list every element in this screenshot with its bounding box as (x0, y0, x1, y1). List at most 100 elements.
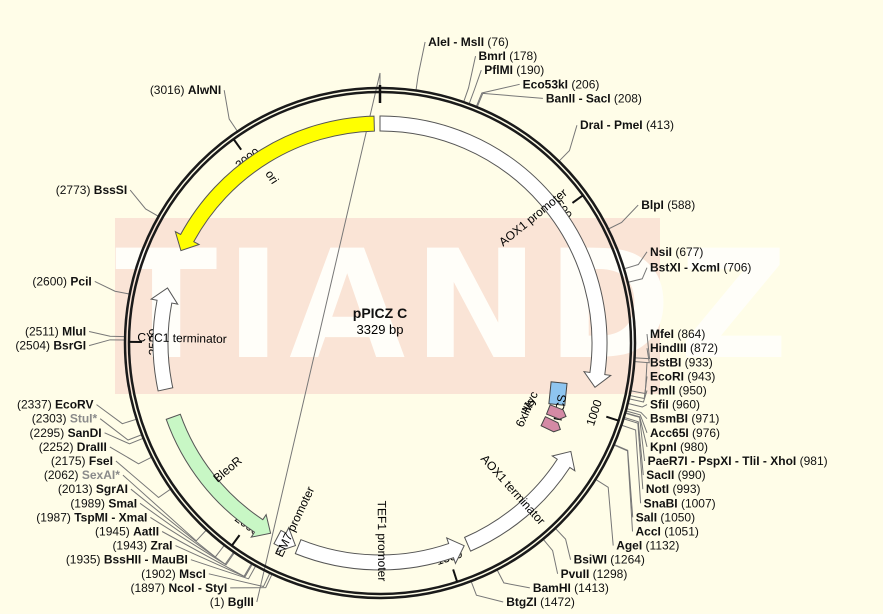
feature-6xhis (540, 416, 562, 433)
leader-alei-msli (415, 41, 426, 91)
feature-mcs (548, 381, 568, 406)
leader-bsshii-maubi (190, 559, 257, 580)
site-kpni: KpnI (980) (650, 440, 708, 454)
feature-aox1-terminator (463, 450, 576, 552)
leader-sandi (104, 432, 144, 445)
site-bsshii-maubi: (1935) BssHII - MauBI (66, 553, 188, 567)
tick-mark (231, 534, 241, 547)
leader-noti (623, 418, 644, 490)
leader-btgzi (470, 581, 504, 603)
site-drai-pmei: DraI - PmeI (413) (580, 118, 674, 132)
plasmid-size: 3329 bp (357, 322, 404, 337)
leader-bsrgi (88, 339, 126, 347)
leader-mfei (634, 334, 651, 360)
leader-zrai (175, 545, 253, 578)
leader-bsssi (129, 189, 159, 217)
feature-cyc1-terminator (149, 287, 179, 392)
site-bamhi: BamHI (1413) (533, 581, 609, 595)
leader-banii-saci (476, 92, 543, 108)
leader-bmri (463, 55, 477, 103)
site-smai: (1989) SmaI (70, 496, 137, 510)
site-banii-saci: BanII - SacI (208) (546, 91, 642, 105)
leader-fsei (115, 460, 172, 499)
site-sacii: SacII (990) (646, 468, 705, 482)
leader-tspmi-xmai (150, 516, 235, 566)
leader-acc65i (625, 410, 648, 433)
feature-ori (174, 115, 375, 252)
feature-label-bleor: BleoR (210, 453, 244, 485)
tick-mark (606, 415, 619, 422)
site-mlui: (2511) MluI (25, 324, 86, 338)
leader-alwni (223, 90, 238, 132)
site-bstbi: BstBI (933) (650, 355, 713, 369)
feature-label-ori: ori (262, 168, 281, 187)
leader-pcii (94, 281, 130, 295)
feature-aox1-promoter (379, 115, 612, 389)
leader-bsmbi (626, 408, 648, 420)
tick-label: 1000 (583, 398, 605, 428)
leader-sfii (627, 402, 648, 408)
leader-bsiwi (554, 527, 572, 560)
feature-em7-promoter (273, 526, 297, 553)
site-sgrai: (2013) SgrAI (58, 482, 128, 496)
leader-mlui (88, 331, 126, 338)
site-sfii: SfiI (960) (650, 398, 700, 412)
leader-bamhi (496, 569, 530, 589)
site-draiii: (2252) DraIII (39, 440, 107, 454)
feature-bleor (165, 413, 272, 538)
feature-tef1-promoter (294, 536, 465, 571)
site-bsmbi: BsmBI (971) (650, 412, 719, 426)
leader-stui (99, 418, 143, 441)
site-pmli: PmlI (950) (650, 384, 707, 398)
leader-draiii (109, 446, 153, 465)
plasmid-name: pPICZ C (353, 305, 407, 321)
site-sali: SalI (1050) (636, 510, 695, 524)
site-acc65i: Acc65I (976) (650, 426, 720, 440)
site-acci: AccI (1051) (636, 525, 699, 539)
site-hindiii: HindIII (872) (650, 341, 718, 355)
site-eco53ki: Eco53kI (206) (523, 77, 600, 91)
site-bglii: (1) BglII (210, 595, 254, 609)
site-paer7i-pspxi-tlii-xhoi: PaeR7I - PspXI - TliI - XhoI (981) (648, 454, 828, 468)
site-labels: AleI - MslI (76)BmrI (178)PflMI (190)Eco… (15, 35, 827, 609)
site-pflmi: PflMI (190) (484, 63, 544, 77)
site-agei: AgeI (1132) (616, 539, 679, 553)
site-ecorv: (2337) EcoRV (17, 398, 93, 412)
leader-msci (208, 572, 271, 588)
tick-mark (571, 194, 584, 204)
site-msci: (1902) MscI (141, 567, 206, 581)
site-bstxi-xcmi: BstXI - XcmI (706) (650, 261, 751, 275)
site-alei-msli: AleI - MslI (76) (428, 35, 509, 49)
site-alwni: (3016) AlwNI (150, 83, 221, 97)
leader-eco53ki (475, 83, 520, 108)
site-bmri: BmrI (178) (479, 49, 538, 63)
site-blpi: BlpI (588) (641, 198, 695, 212)
leader-sali (613, 443, 634, 518)
site-ecori: EcoRI (943) (650, 369, 715, 383)
site-stui: (2303) StuI* (32, 412, 98, 426)
leader-agei (595, 478, 614, 546)
site-btgzi: BtgZI (1472) (506, 595, 575, 609)
site-sexai: (2062) SexAI* (44, 468, 120, 482)
leader-snabi (621, 424, 642, 504)
feature-label-tef1-promoter: TEF1 promoter (375, 501, 389, 582)
leader-bstxi-xcmi (627, 267, 648, 283)
site-tspmi-xmai: (1987) TspMI - XmaI (36, 510, 147, 524)
leader-ecorv (96, 404, 137, 425)
tick-mark (452, 569, 459, 583)
leader-bglii (256, 72, 381, 603)
leader-pmli (628, 390, 648, 403)
leader-acci (613, 444, 634, 532)
leader-sexai (122, 474, 207, 542)
leader-sacii (623, 416, 644, 476)
leader-drai-pmei (558, 125, 578, 162)
site-bsssi: (2773) BssSI (56, 183, 127, 197)
feature-myc (545, 404, 567, 420)
site-mfei: MfeI (864) (650, 327, 705, 341)
site-aatii: (1945) AatII (95, 525, 159, 539)
site-sandi: (2295) SanDI (30, 426, 102, 440)
site-pcii: (2600) PciI (32, 274, 91, 288)
leader-paer7i-pspxi-tlii-xhoi (625, 412, 646, 462)
